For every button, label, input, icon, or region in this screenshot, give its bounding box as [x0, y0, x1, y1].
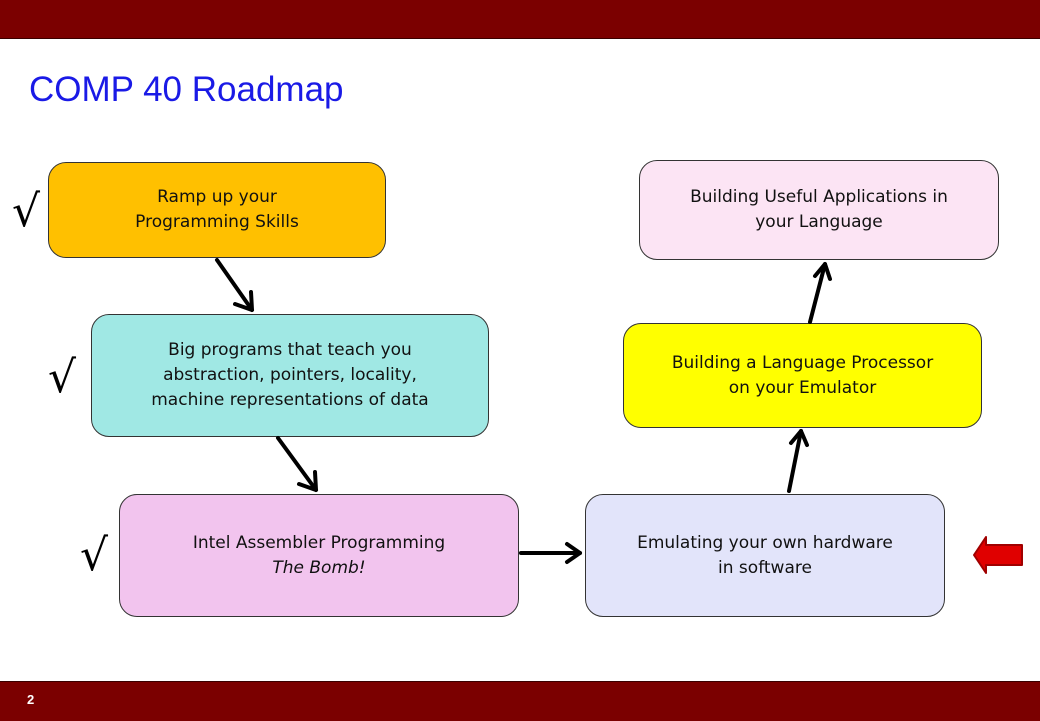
- arrow-language-to-applications: [808, 262, 832, 324]
- checkmark-icon: √: [48, 352, 77, 403]
- box-text-line: your Language: [755, 212, 883, 232]
- page-number: 2: [27, 692, 35, 707]
- box-text-line: The Bomb!: [272, 557, 366, 578]
- arrow-big-to-intel: [276, 436, 318, 492]
- box-text-line: machine representations of data: [151, 390, 429, 410]
- arrow-intel-to-emulating: [519, 542, 582, 564]
- box-text-line: on your Emulator: [728, 377, 877, 398]
- top-banner: [0, 0, 1040, 39]
- box-text-line: Intel Assembler Programming: [192, 532, 446, 553]
- box-text-line: Emulating your own hardware: [637, 532, 893, 553]
- language-processor-box: Building a Language Processor on your Em…: [623, 323, 982, 428]
- slide-title: COMP 40 Roadmap: [29, 70, 344, 109]
- arrow-emulating-to-language: [787, 429, 809, 493]
- box-text-line: Big programs that teach you: [168, 340, 412, 360]
- box-text-line: Ramp up your: [157, 187, 277, 207]
- big-programs-box: Big programs that teach you abstraction,…: [91, 314, 489, 437]
- box-text-line: abstraction, pointers, locality,: [163, 365, 417, 385]
- red-left-arrow-icon: [973, 536, 1023, 574]
- arrow-ramp-to-big: [215, 258, 254, 312]
- box-text-line: Programming Skills: [135, 212, 299, 232]
- box-text-line: in software: [718, 557, 812, 578]
- emulating-hardware-box: Emulating your own hardware in software: [585, 494, 945, 617]
- ramp-up-skills-box: Ramp up your Programming Skills: [48, 162, 386, 258]
- checkmark-icon: √: [12, 186, 41, 237]
- useful-applications-box: Building Useful Applications in your Lan…: [639, 160, 999, 260]
- box-text-line: Building Useful Applications in: [690, 187, 948, 207]
- bottom-banner: 2: [0, 681, 1040, 721]
- intel-assembler-box: Intel Assembler Programming The Bomb!: [119, 494, 519, 617]
- checkmark-icon: √: [80, 530, 109, 581]
- box-text-line: Building a Language Processor: [671, 352, 934, 373]
